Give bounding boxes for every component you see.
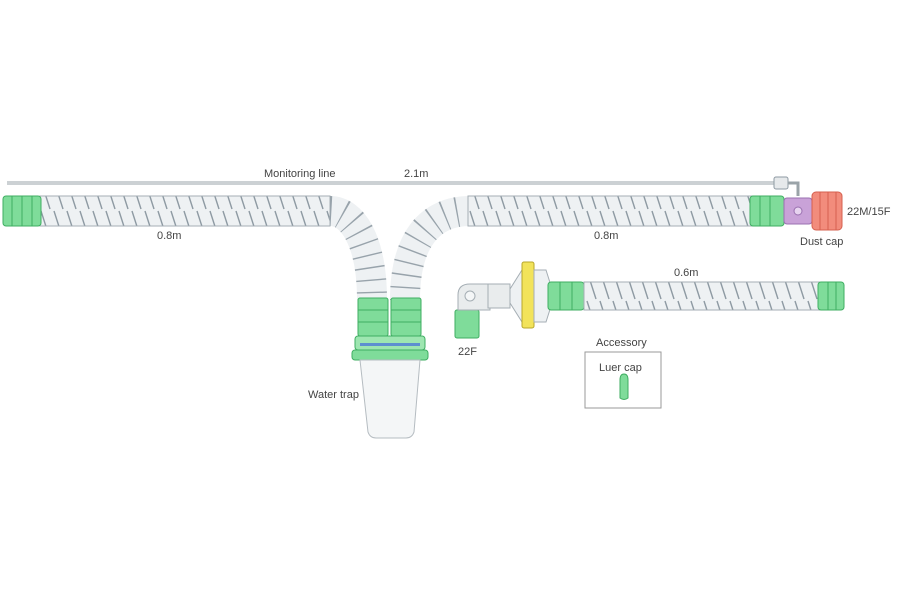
lower-tube-length-label: 0.6m — [674, 267, 698, 279]
right-tube-length-label: 0.8m — [594, 230, 618, 242]
monitoring-line — [7, 176, 800, 196]
left-tube — [2, 195, 331, 227]
right-bend — [390, 196, 471, 301]
right-tube — [467, 191, 843, 231]
accessory-box — [584, 351, 662, 409]
connector-size-label: 22M/15F — [847, 206, 891, 218]
elbow-connector — [454, 283, 511, 339]
dust-cap — [811, 191, 843, 231]
luer-connector — [773, 176, 789, 190]
lower-tube — [547, 281, 845, 311]
right-end-cuff — [749, 195, 785, 227]
water-trap — [351, 297, 429, 439]
monitoring-line-label: Monitoring line — [264, 168, 336, 180]
luer-cap-label: Luer cap — [599, 362, 642, 374]
left-tube-length-label: 0.8m — [157, 230, 181, 242]
monitoring-length-label: 2.1m — [404, 168, 428, 180]
dust-cap-label: Dust cap — [800, 236, 843, 248]
accessory-title: Accessory — [596, 337, 647, 349]
elbow-size-label: 22F — [458, 346, 477, 358]
water-trap-label: Water trap — [308, 389, 359, 401]
luer-cap-icon — [619, 373, 629, 400]
